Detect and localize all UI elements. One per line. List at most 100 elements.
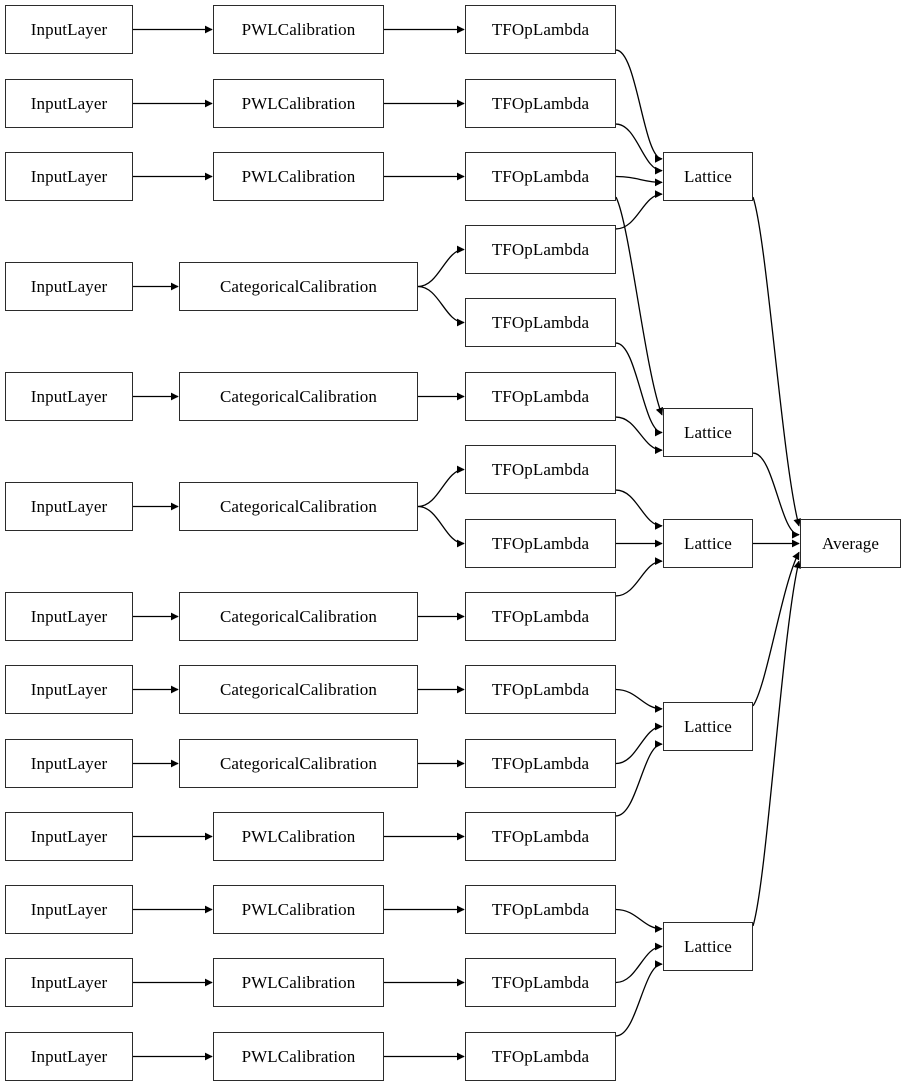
node-label: PWLCalibration: [241, 94, 356, 113]
node-pwlcalibration-cal11: PWLCalibration: [213, 885, 384, 934]
edge-lam13-to-lat5: [615, 908, 663, 933]
node-tfoplambda-lam2: TFOpLambda: [465, 79, 616, 128]
edge-lam2-to-lat1: [615, 123, 663, 175]
node-categoricalcalibration-cal5: CategoricalCalibration: [179, 372, 418, 421]
node-label: CategoricalCalibration: [219, 497, 378, 516]
node-label: InputLayer: [30, 1047, 108, 1066]
edge-lam3-to-lat1: [615, 175, 663, 187]
edge-lam12-to-lat4: [615, 740, 663, 817]
node-inputlayer-in5: InputLayer: [5, 372, 133, 421]
edge-lat2-to-avg: [752, 452, 800, 539]
node-label: TFOpLambda: [491, 900, 590, 919]
node-inputlayer-in11: InputLayer: [5, 885, 133, 934]
node-label: TFOpLambda: [491, 387, 590, 406]
edge-cal6-to-lam8: [417, 505, 465, 548]
node-tfoplambda-lam12: TFOpLambda: [465, 812, 616, 861]
node-inputlayer-in1: InputLayer: [5, 5, 133, 54]
node-tfoplambda-lam13: TFOpLambda: [465, 885, 616, 934]
edge-lam15-to-lat5: [615, 960, 663, 1037]
node-label: InputLayer: [30, 680, 108, 699]
node-label: TFOpLambda: [491, 240, 590, 259]
node-lattice-lat5: Lattice: [663, 922, 753, 971]
node-label: Lattice: [684, 534, 732, 553]
node-label: TFOpLambda: [491, 1047, 590, 1066]
node-pwlcalibration-cal1: PWLCalibration: [213, 5, 384, 54]
edge-lam14-to-lat5: [615, 942, 663, 984]
node-label: CategoricalCalibration: [219, 607, 378, 626]
node-lattice-lat4: Lattice: [663, 702, 753, 751]
edge-cal4-to-lam4: [417, 245, 465, 288]
node-label: InputLayer: [30, 277, 108, 296]
node-label: TFOpLambda: [491, 680, 590, 699]
node-label: CategoricalCalibration: [219, 680, 378, 699]
node-average-avg: Average: [800, 519, 901, 568]
node-pwlcalibration-cal10: PWLCalibration: [213, 812, 384, 861]
node-label: InputLayer: [30, 754, 108, 773]
node-tfoplambda-lam14: TFOpLambda: [465, 958, 616, 1007]
edge-lam1-to-lat1: [615, 49, 663, 163]
node-inputlayer-in7: InputLayer: [5, 592, 133, 641]
node-inputlayer-in13: InputLayer: [5, 1032, 133, 1081]
edge-lam9-to-lat3: [615, 557, 663, 597]
node-label: TFOpLambda: [491, 607, 590, 626]
node-label: TFOpLambda: [491, 313, 590, 332]
node-tfoplambda-lam10: TFOpLambda: [465, 665, 616, 714]
node-inputlayer-in2: InputLayer: [5, 79, 133, 128]
node-tfoplambda-lam8: TFOpLambda: [465, 519, 616, 568]
node-label: TFOpLambda: [491, 167, 590, 186]
node-label: Average: [821, 534, 879, 553]
edge-lam10-to-lat4: [615, 688, 663, 713]
node-lattice-lat3: Lattice: [663, 519, 753, 568]
node-inputlayer-in10: InputLayer: [5, 812, 133, 861]
edge-lam3-to-lat2: [615, 196, 664, 416]
node-label: PWLCalibration: [241, 973, 356, 992]
node-label: InputLayer: [30, 607, 108, 626]
node-label: PWLCalibration: [241, 167, 356, 186]
node-label: PWLCalibration: [241, 827, 356, 846]
node-label: InputLayer: [30, 94, 108, 113]
node-tfoplambda-lam3: TFOpLambda: [465, 152, 616, 201]
node-tfoplambda-lam15: TFOpLambda: [465, 1032, 616, 1081]
node-label: TFOpLambda: [491, 460, 590, 479]
node-label: TFOpLambda: [491, 973, 590, 992]
edge-lam6-to-lat2: [615, 416, 663, 455]
edge-lat1-to-avg: [752, 196, 801, 527]
node-label: InputLayer: [30, 167, 108, 186]
node-label: InputLayer: [30, 827, 108, 846]
node-label: InputLayer: [30, 20, 108, 39]
node-pwlcalibration-cal13: PWLCalibration: [213, 1032, 384, 1081]
node-label: TFOpLambda: [491, 827, 590, 846]
node-label: CategoricalCalibration: [219, 387, 378, 406]
node-tfoplambda-lam4: TFOpLambda: [465, 225, 616, 274]
node-categoricalcalibration-cal8: CategoricalCalibration: [179, 665, 418, 714]
node-lattice-lat2: Lattice: [663, 408, 753, 457]
node-label: TFOpLambda: [491, 94, 590, 113]
node-label: PWLCalibration: [241, 900, 356, 919]
edge-lam7-to-lat3: [615, 489, 663, 530]
node-label: InputLayer: [30, 900, 108, 919]
node-lattice-lat1: Lattice: [663, 152, 753, 201]
node-categoricalcalibration-cal7: CategoricalCalibration: [179, 592, 418, 641]
node-label: InputLayer: [30, 973, 108, 992]
node-label: TFOpLambda: [491, 754, 590, 773]
node-label: PWLCalibration: [241, 20, 356, 39]
node-inputlayer-in3: InputLayer: [5, 152, 133, 201]
edge-lat4-to-avg: [752, 551, 800, 707]
node-inputlayer-in12: InputLayer: [5, 958, 133, 1007]
node-tfoplambda-lam6: TFOpLambda: [465, 372, 616, 421]
node-tfoplambda-lam1: TFOpLambda: [465, 5, 616, 54]
node-inputlayer-in8: InputLayer: [5, 665, 133, 714]
node-label: InputLayer: [30, 387, 108, 406]
node-tfoplambda-lam7: TFOpLambda: [465, 445, 616, 494]
node-pwlcalibration-cal3: PWLCalibration: [213, 152, 384, 201]
node-inputlayer-in6: InputLayer: [5, 482, 133, 531]
node-categoricalcalibration-cal6: CategoricalCalibration: [179, 482, 418, 531]
node-pwlcalibration-cal12: PWLCalibration: [213, 958, 384, 1007]
node-label: TFOpLambda: [491, 534, 590, 553]
edge-lam4-to-lat1: [615, 190, 663, 230]
node-label: Lattice: [684, 167, 732, 186]
node-label: TFOpLambda: [491, 20, 590, 39]
edge-lam5-to-lat2: [615, 342, 663, 437]
node-label: Lattice: [684, 717, 732, 736]
